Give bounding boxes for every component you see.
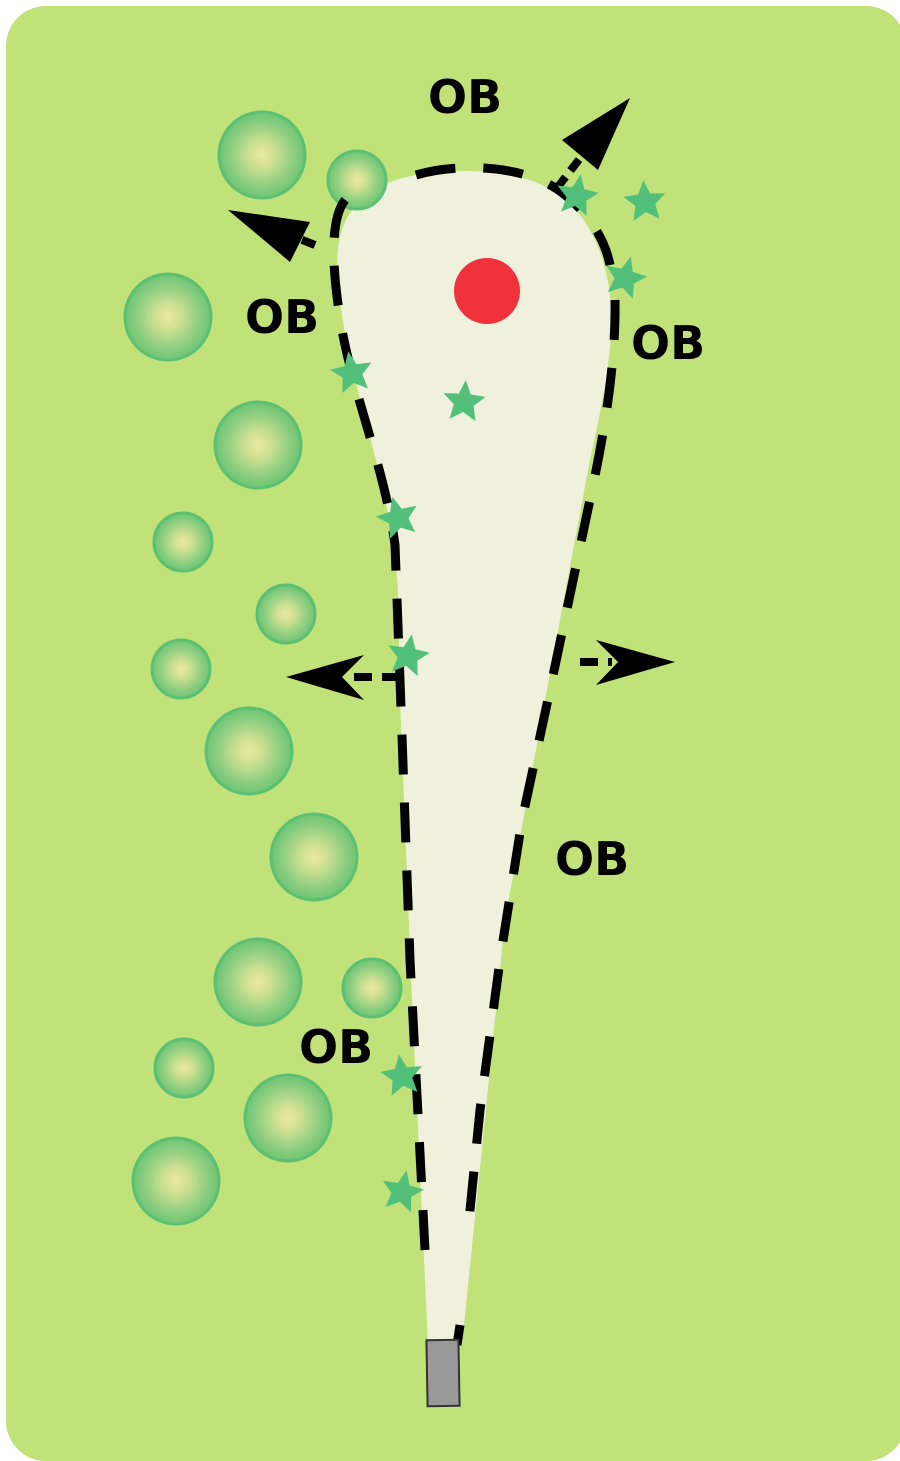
ob-direction-arrow-icon <box>580 640 675 685</box>
basket-pin-icon <box>454 258 520 324</box>
tree-icon <box>153 1037 215 1099</box>
tee-pad-icon <box>425 1338 461 1408</box>
ob-label-upper-left: OB <box>245 290 319 344</box>
ob-label-top: OB <box>428 70 502 124</box>
tree-icon <box>269 812 359 902</box>
tree-icon <box>123 272 213 362</box>
ob-line-left <box>329 191 430 1251</box>
tree-icon <box>152 511 214 573</box>
ob-label-lower-left: OB <box>299 1020 373 1074</box>
tree-icon <box>213 937 303 1027</box>
ob-line-right <box>463 299 620 1231</box>
ob-label-upper-right: OB <box>631 316 705 370</box>
tree-icon <box>213 400 303 490</box>
tree-icon <box>255 583 317 645</box>
tree-icon <box>243 1073 333 1163</box>
ob-label-lower-right: OB <box>555 832 629 886</box>
ob-arrows <box>228 98 675 700</box>
ob-direction-arrow-icon <box>228 210 317 262</box>
tree-icon <box>217 110 307 200</box>
ob-line-top <box>414 163 615 266</box>
tree-icon <box>131 1136 221 1226</box>
tree-icon <box>204 706 294 796</box>
ob-direction-arrow-icon <box>286 655 400 700</box>
tree-group <box>123 110 403 1226</box>
tree-icon <box>341 957 403 1019</box>
ob-direction-arrow-icon <box>553 98 630 191</box>
tree-icon <box>326 149 388 211</box>
fairway <box>337 170 612 1346</box>
tree-icon <box>150 638 212 700</box>
